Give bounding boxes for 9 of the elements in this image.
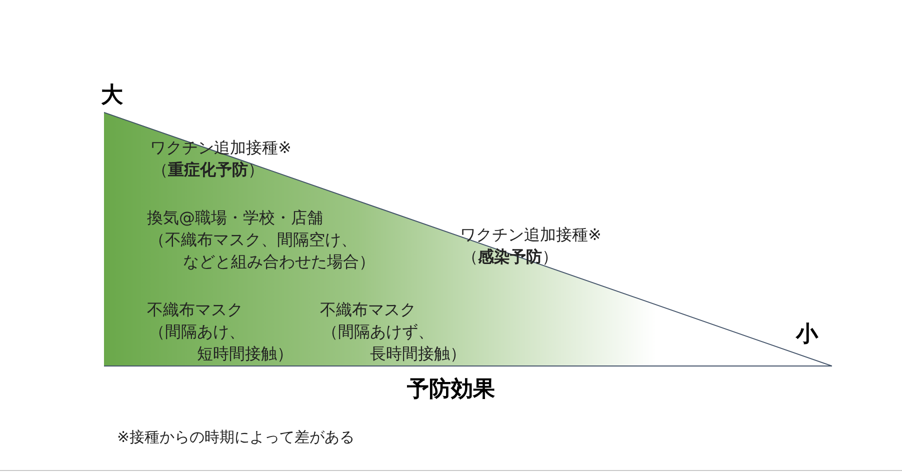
scale-min-label: 小 xyxy=(796,321,818,349)
measure-label: 不織布マスク（間隔あけず、長時間接触） xyxy=(320,299,466,365)
measure-label: 不織布マスク（間隔あけ、短時間接触） xyxy=(147,299,293,365)
measure-label: 換気@職場・学校・店舗（不織布マスク、間隔空け、などと組み合わせた場合） xyxy=(147,207,375,273)
scale-max-label: 大 xyxy=(101,82,123,110)
axis-label: 予防効果 xyxy=(407,376,495,404)
footnote: ※接種からの時期によって差がある xyxy=(117,428,355,447)
measure-label: ワクチン追加接種※（重症化予防） xyxy=(150,137,292,181)
effect-triangle xyxy=(104,112,832,367)
